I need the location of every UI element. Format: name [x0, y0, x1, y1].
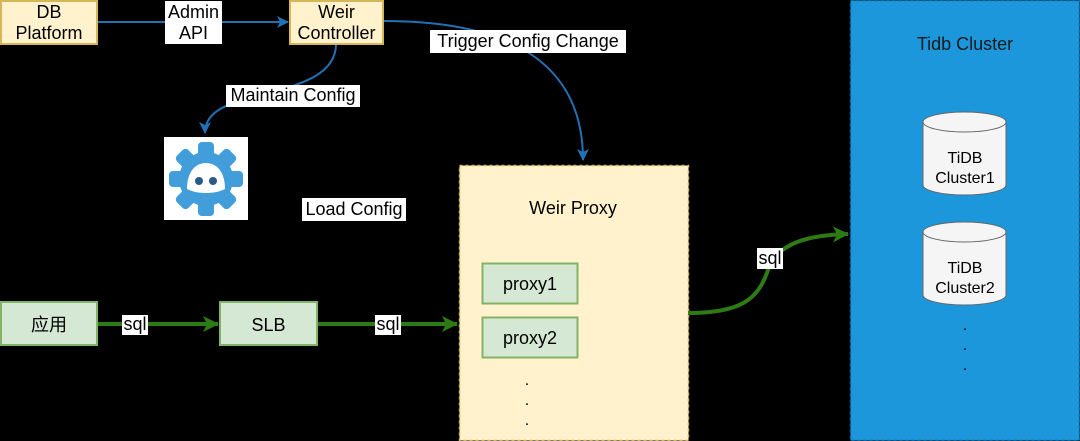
- database-cylinder-body: [922, 111, 1007, 196]
- admin-api-label: Admin API: [165, 1, 222, 44]
- tidb-more-dot-2: .: [963, 337, 967, 354]
- tidb-cluster-1-label-line-1: TiDB: [948, 150, 983, 167]
- admin-api-label-background: [165, 1, 222, 44]
- etcd-eye-left: [195, 177, 203, 185]
- sql-label-app-to-slb: sql: [122, 314, 148, 335]
- admin-api-label-line-1: Admin: [168, 2, 219, 22]
- tidb-more-dot-3: .: [963, 357, 967, 374]
- weir-controller-label-line-2: Controller: [297, 23, 375, 43]
- sql-label-background: [375, 315, 401, 335]
- etcd-eye-right: [209, 177, 217, 185]
- proxy2-box: [481, 316, 579, 359]
- slb-label: SLB: [251, 315, 285, 335]
- weir-controller-label-line-1: Weir: [318, 2, 355, 22]
- sql-label-background: [122, 315, 148, 335]
- maintain-config-label-background: [226, 85, 360, 107]
- edge-proxy-to-tidb: [687, 226, 849, 315]
- etcd-icon: [164, 137, 248, 220]
- tidb-cluster-title: Tidb Cluster: [917, 34, 1013, 54]
- load-config-label-background: [302, 198, 406, 221]
- slb-box: [219, 301, 318, 346]
- trigger-config-change-label: Trigger Config Change: [430, 30, 626, 53]
- app-node: 应用: [0, 301, 98, 346]
- proxy-instance-1: proxy1: [481, 262, 579, 305]
- trigger-config-change-label-background: [430, 30, 626, 53]
- db-platform-label-line-2: Platform: [15, 23, 82, 43]
- tidb-cluster-2-label-line-2: Cluster2: [935, 280, 995, 297]
- app-box: [0, 301, 98, 346]
- proxy1-label: proxy1: [503, 274, 557, 294]
- sql-text: sql: [376, 314, 399, 334]
- slb-node: SLB: [219, 301, 318, 346]
- db-platform-node: DB Platform: [0, 0, 98, 45]
- database-cylinder-body: [922, 221, 1007, 306]
- tidb-cluster-container: Tidb Cluster TiDB Cluster1 TiDB Cluster2…: [849, 0, 1080, 441]
- tidb-more-dot-1: .: [963, 317, 967, 334]
- app-label: 应用: [31, 315, 67, 335]
- load-config-text: Load Config: [305, 199, 402, 219]
- db-platform-box: [0, 0, 98, 45]
- etcd-face: [187, 163, 225, 193]
- sql-label-slb-to-proxy: sql: [375, 314, 401, 335]
- maintain-config-label: Maintain Config: [226, 85, 360, 107]
- load-config-label: Load Config: [302, 198, 406, 221]
- tidb-cluster-1-label-line-2: Cluster1: [935, 170, 995, 187]
- tidb-cluster-2-label-line-1: TiDB: [948, 260, 983, 277]
- database-cylinder-rim: [922, 121, 1007, 133]
- tidb-cluster-box: [849, 0, 1080, 441]
- proxy2-label: proxy2: [503, 328, 557, 348]
- db-platform-label-line-1: DB: [36, 2, 61, 22]
- etcd-gear: [169, 142, 243, 216]
- trigger-config-change-text: Trigger Config Change: [437, 31, 618, 51]
- proxy-more-dot-2: .: [525, 392, 529, 409]
- tidb-cluster-2-database: TiDB Cluster2: [922, 221, 1007, 306]
- proxy-more-dot-3: .: [525, 412, 529, 429]
- weir-controller-box: [289, 0, 384, 45]
- sql-text: sql: [758, 248, 781, 268]
- weir-controller-node: Weir Controller: [289, 0, 384, 45]
- proxy-more-dot-1: .: [525, 372, 529, 389]
- admin-api-label-line-2: API: [179, 23, 208, 43]
- proxy1-box: [481, 262, 579, 305]
- sql-label-proxy-to-tidb: sql: [757, 248, 783, 269]
- sql-label-background: [757, 248, 783, 269]
- tidb-cluster-1-database: TiDB Cluster1: [922, 111, 1007, 196]
- proxy-instance-2: proxy2: [481, 316, 579, 359]
- weir-proxy-container: Weir Proxy proxy1 proxy2 . . .: [458, 164, 690, 441]
- maintain-config-text: Maintain Config: [230, 85, 355, 105]
- database-cylinder-rim: [922, 231, 1007, 243]
- sql-text: sql: [123, 314, 146, 334]
- weir-proxy-title: Weir Proxy: [529, 198, 617, 218]
